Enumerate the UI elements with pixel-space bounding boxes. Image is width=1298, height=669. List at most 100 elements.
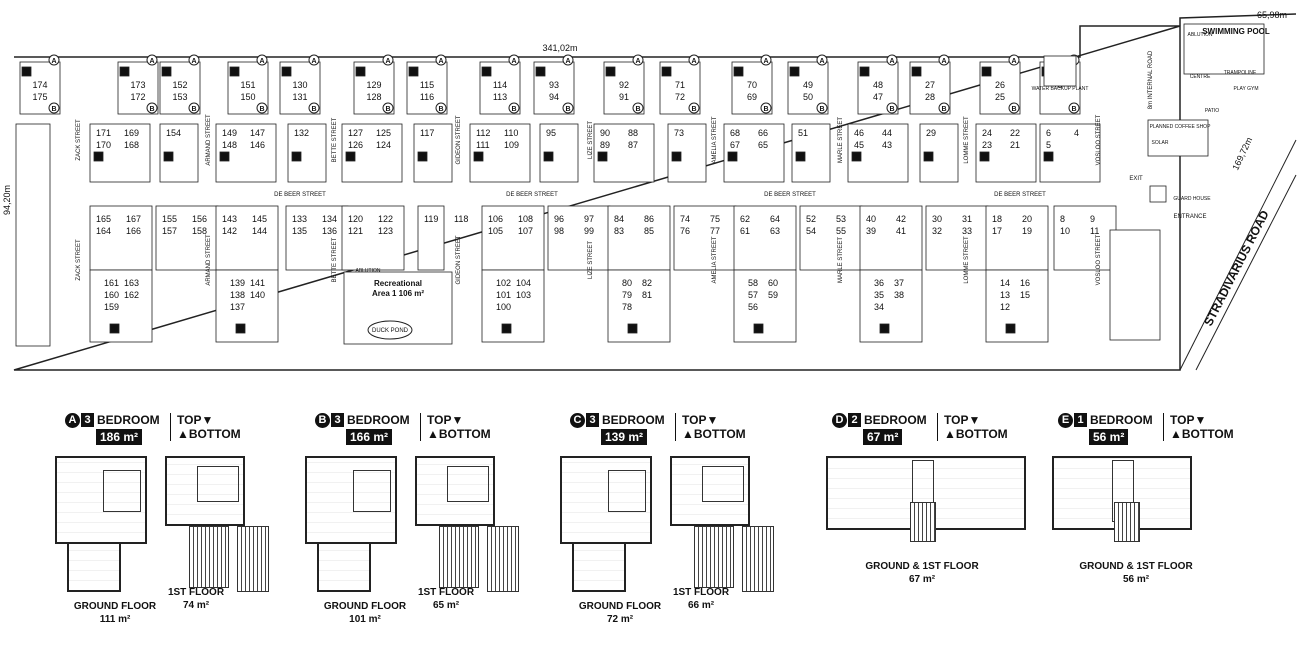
internal-road: 8m INTERNAL ROAD <box>1148 50 1154 109</box>
unit-146: 146 <box>250 140 265 150</box>
street-v-top-4: LIZE STREET <box>588 121 594 159</box>
ablution-2: ABLUTION <box>1187 32 1212 38</box>
bed-r2-8-label: 2 <box>600 153 605 162</box>
bed-r2-4-label: 2 <box>348 153 353 162</box>
unit-17: 17 <box>992 226 1002 236</box>
unit-68: 68 <box>730 128 740 138</box>
rec-area: Area 1 106 m² <box>372 289 424 298</box>
cluster-r3-15 <box>1053 205 1117 271</box>
unit-97: 97 <box>584 214 594 224</box>
cluster-r3-8 <box>607 205 671 271</box>
bed3-top-15 <box>981 66 992 77</box>
unit-153: 153 <box>172 92 187 102</box>
bed3-top-14-label: 3 <box>914 68 919 77</box>
bed3-r4-3 <box>627 323 638 334</box>
unit-116: 116 <box>420 92 434 102</box>
planned-offices <box>1109 229 1161 341</box>
street-v-top-3: GIDEON STREET <box>456 115 462 164</box>
bed-r2-7 <box>543 151 554 162</box>
bed-r2-1 <box>163 151 174 162</box>
ground-floor-extension <box>67 542 121 592</box>
bed-r2-0 <box>93 151 104 162</box>
typeb-top-6 <box>435 102 447 114</box>
bed3-r4-4-label: 3 <box>756 325 761 334</box>
ablution-label: ABLUTION <box>355 268 380 274</box>
unit-80: 80 <box>622 278 632 288</box>
dim-top-right: 65,98m <box>1257 10 1287 20</box>
unit-108: 108 <box>518 214 533 224</box>
type-top-2 <box>188 54 200 66</box>
unit-159: 159 <box>104 302 119 312</box>
legend-type-D: D 2 BEDROOM 67 m² TOP▼▲BOTTOM GROUND & 1… <box>826 410 1082 660</box>
site-plan: 1741753AB1731723AB1521533AB1511503AB1301… <box>2 10 1297 371</box>
unit-77: 77 <box>710 226 720 236</box>
type-top-9-label: A <box>635 58 640 65</box>
unit-21: 21 <box>1010 140 1020 150</box>
unit-167: 167 <box>126 214 141 224</box>
unit-46: 46 <box>854 128 864 138</box>
cluster-r4-2 <box>481 269 545 343</box>
duck-pond <box>367 320 413 340</box>
unit-22: 22 <box>1010 128 1020 138</box>
unit-144: 144 <box>252 226 267 236</box>
unit-91: 91 <box>619 92 629 102</box>
legend-head: E 1 BEDROOM 56 m² TOP▼▲BOTTOM <box>1058 410 1298 454</box>
type-top-6 <box>435 54 447 66</box>
bed3-r4-6-label: 3 <box>1008 325 1013 334</box>
cluster-r3-3 <box>285 205 349 271</box>
bed3-top-7 <box>481 66 492 77</box>
unit-168: 168 <box>124 140 139 150</box>
bed3-r4-0 <box>109 323 120 334</box>
unit-49: 49 <box>803 80 813 90</box>
street-v-top-6: MARLE STREET <box>838 117 844 163</box>
bed3-top-6 <box>408 66 419 77</box>
cluster-r4-1 <box>215 269 279 343</box>
unit-73: 73 <box>674 128 684 138</box>
bed3-r4-1-label: 3 <box>238 325 243 334</box>
unit-area: 166 m² <box>346 429 393 445</box>
unit-164: 164 <box>96 226 111 236</box>
street-v-bot-7: LOMME STREET <box>964 236 970 284</box>
solar-label: SOLAR <box>1152 140 1169 146</box>
street-de-beer-4: DE BEER STREET <box>994 192 1046 198</box>
bedroom-count-badge: 3 <box>81 413 94 427</box>
typeb-top-3 <box>256 102 268 114</box>
deck-stairs-2 <box>237 526 269 592</box>
unit-51: 51 <box>798 128 808 138</box>
bedroom-label: BEDROOM <box>1090 413 1153 427</box>
unit-85: 85 <box>644 226 654 236</box>
unit-143: 143 <box>222 214 237 224</box>
typeb-top-2 <box>188 102 200 114</box>
unit-166: 166 <box>126 226 141 236</box>
cluster-r4-4 <box>733 269 797 343</box>
unit-11: 11 <box>1090 226 1099 236</box>
unit-area: 186 m² <box>96 429 143 445</box>
typeb-top-12-label: B <box>819 106 824 113</box>
unit-118: 118 <box>454 214 468 224</box>
unit-138: 138 <box>230 290 245 300</box>
dim-right: 169,72m <box>1230 136 1254 172</box>
unit-76: 76 <box>680 226 690 236</box>
bed-r2-9 <box>671 151 682 162</box>
unit-54: 54 <box>806 226 816 236</box>
unit-23: 23 <box>982 140 992 150</box>
legend-head: C 3 BEDROOM 139 m² TOP▼▲BOTTOM <box>570 410 810 454</box>
unit-123: 123 <box>378 226 393 236</box>
cluster-r3-10 <box>733 205 797 271</box>
unit-106: 106 <box>488 214 503 224</box>
unit-111: 111 <box>476 140 490 150</box>
street-v-bot-5: AMELIA STREET <box>712 236 718 283</box>
unit-15: 15 <box>1020 290 1030 300</box>
unit-70: 70 <box>747 80 757 90</box>
site-boundary <box>13 13 1297 371</box>
bed3-top-9 <box>605 66 616 77</box>
type-top-8 <box>562 54 574 66</box>
street-v-bot-0: ZACK STREET <box>76 239 82 281</box>
legend-type-A: A 3 BEDROOM 186 m² TOP▼▲BOTTOM GROUND FL… <box>55 410 315 660</box>
type-top-1-label: A <box>149 58 154 65</box>
unit-stairs <box>910 502 936 542</box>
street-de-beer-3: DE BEER STREET <box>764 192 816 198</box>
unit-42: 42 <box>896 214 906 224</box>
unit-169: 169 <box>124 128 139 138</box>
